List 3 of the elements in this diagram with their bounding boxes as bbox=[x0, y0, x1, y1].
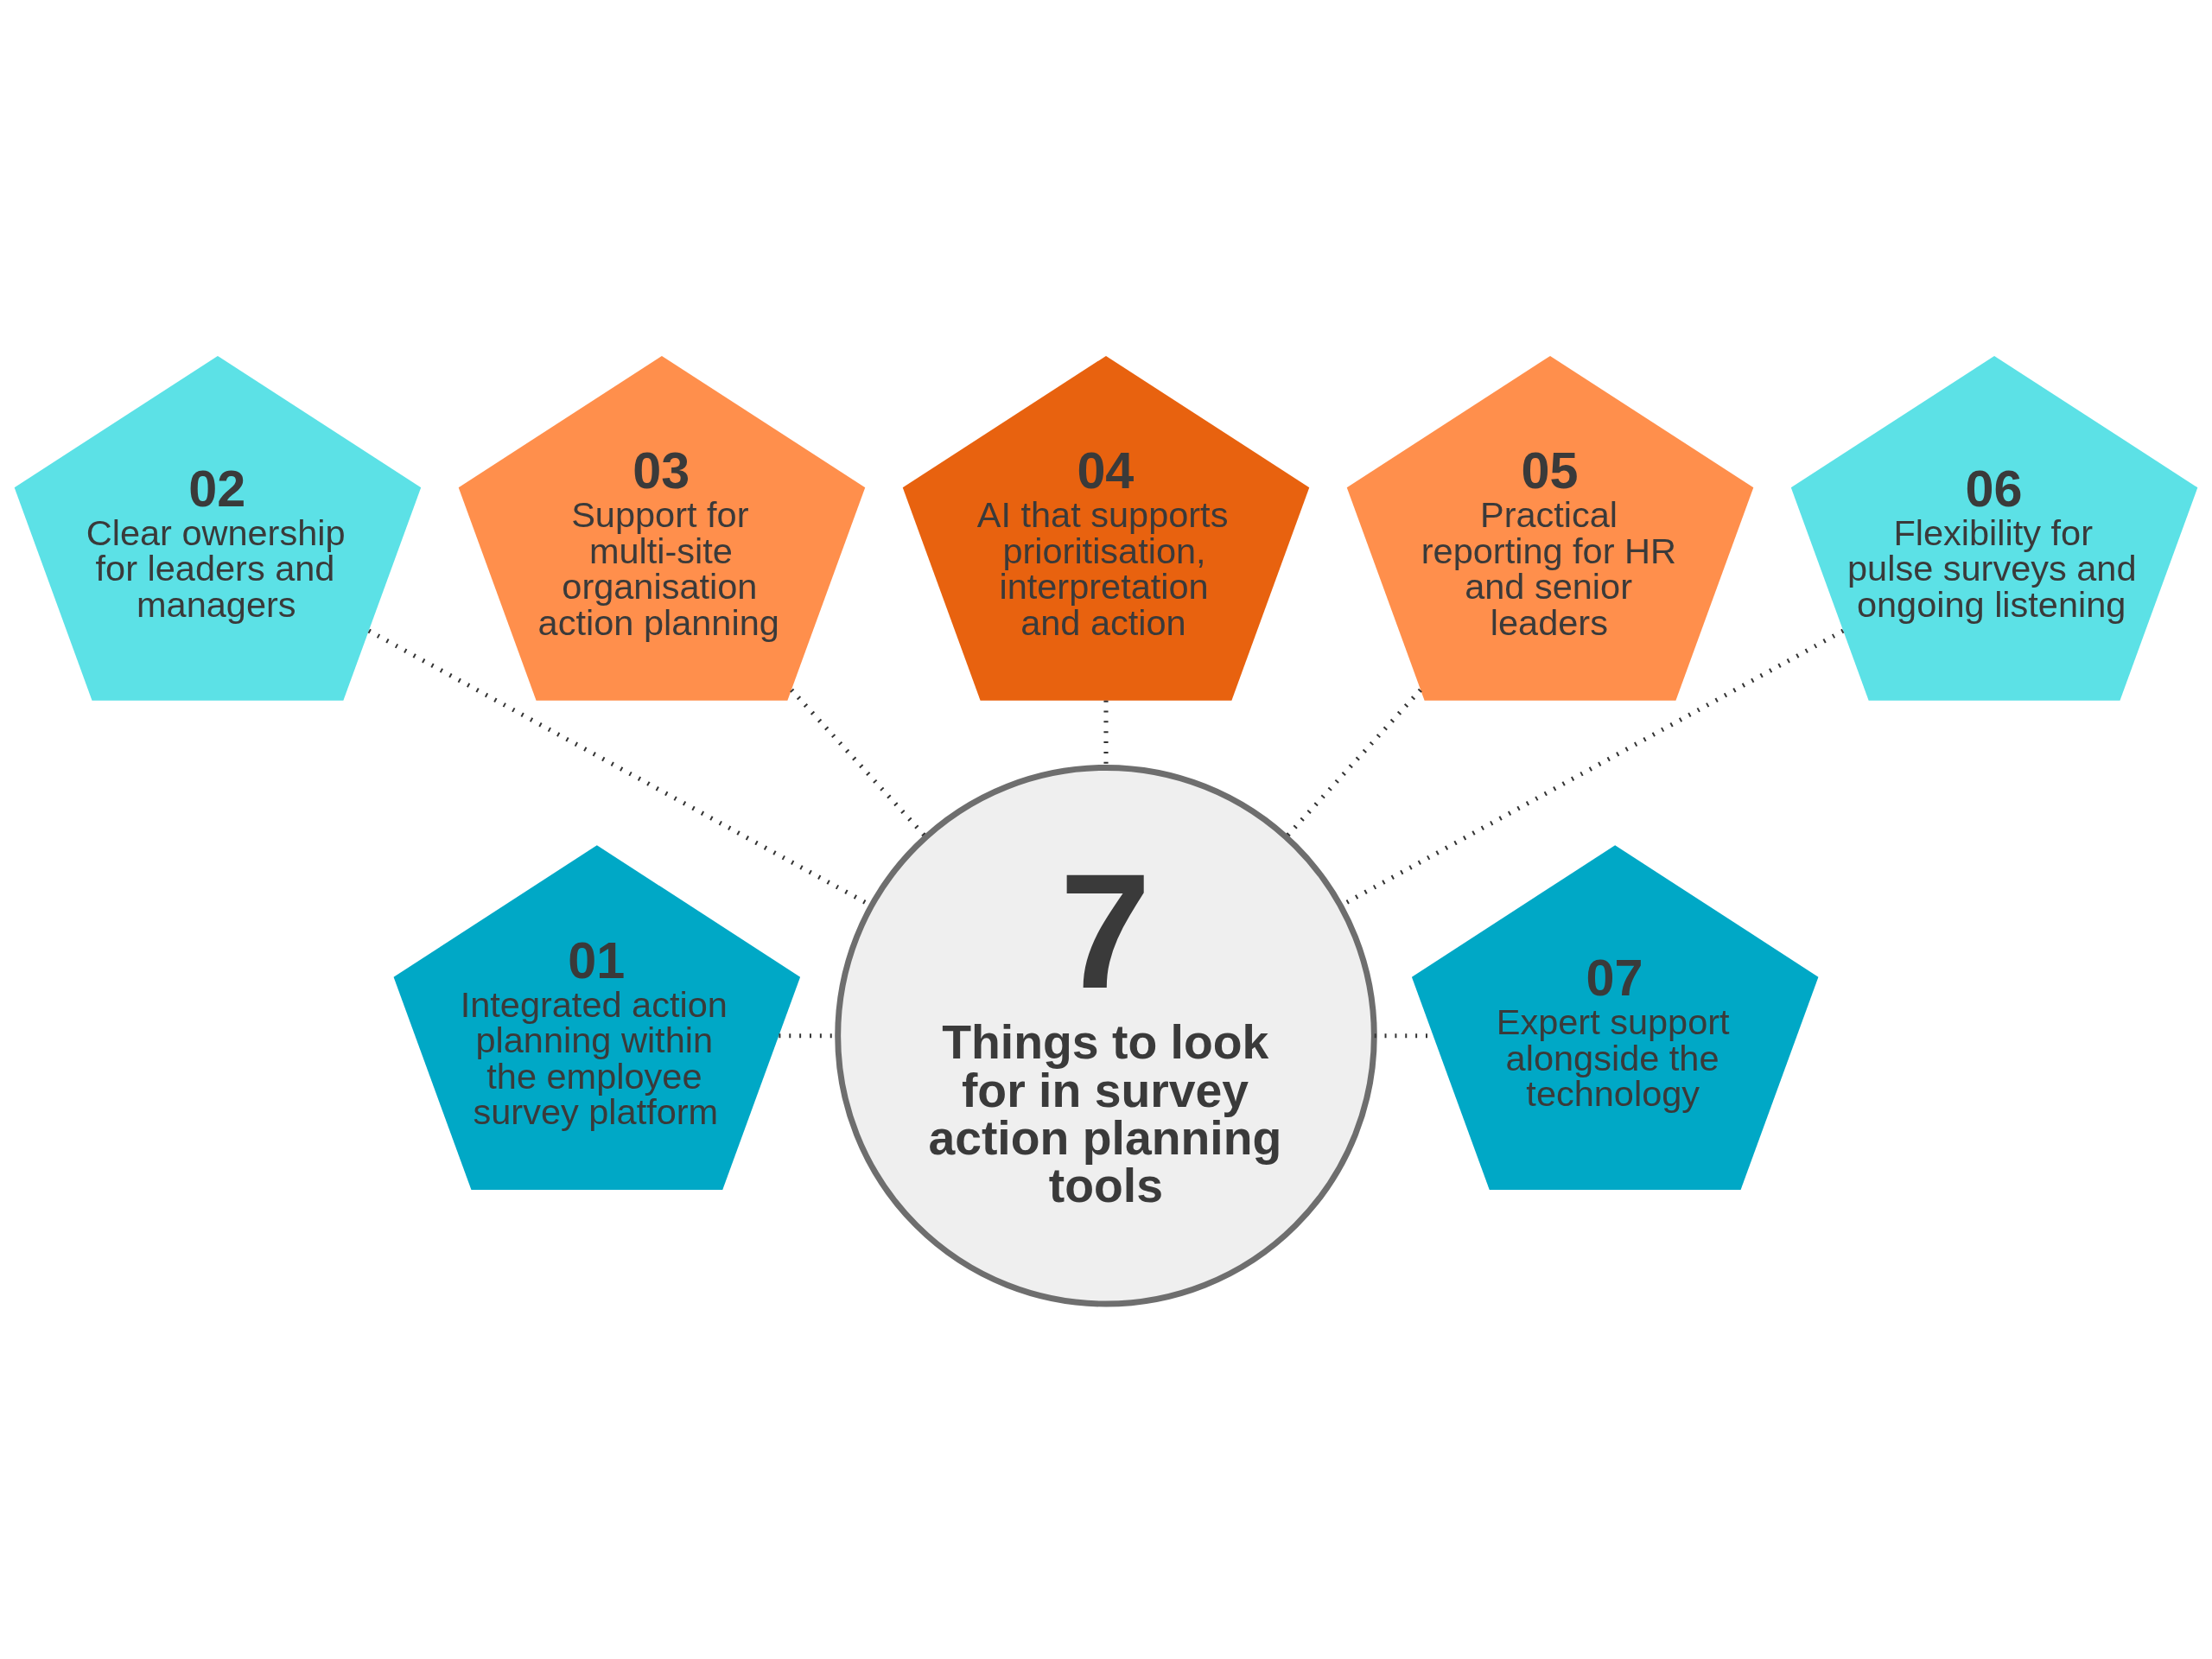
connector bbox=[790, 688, 928, 838]
node-circle: 7 Things to look for in survey action planning tools bbox=[835, 764, 1377, 1306]
connector bbox=[1284, 688, 1422, 838]
